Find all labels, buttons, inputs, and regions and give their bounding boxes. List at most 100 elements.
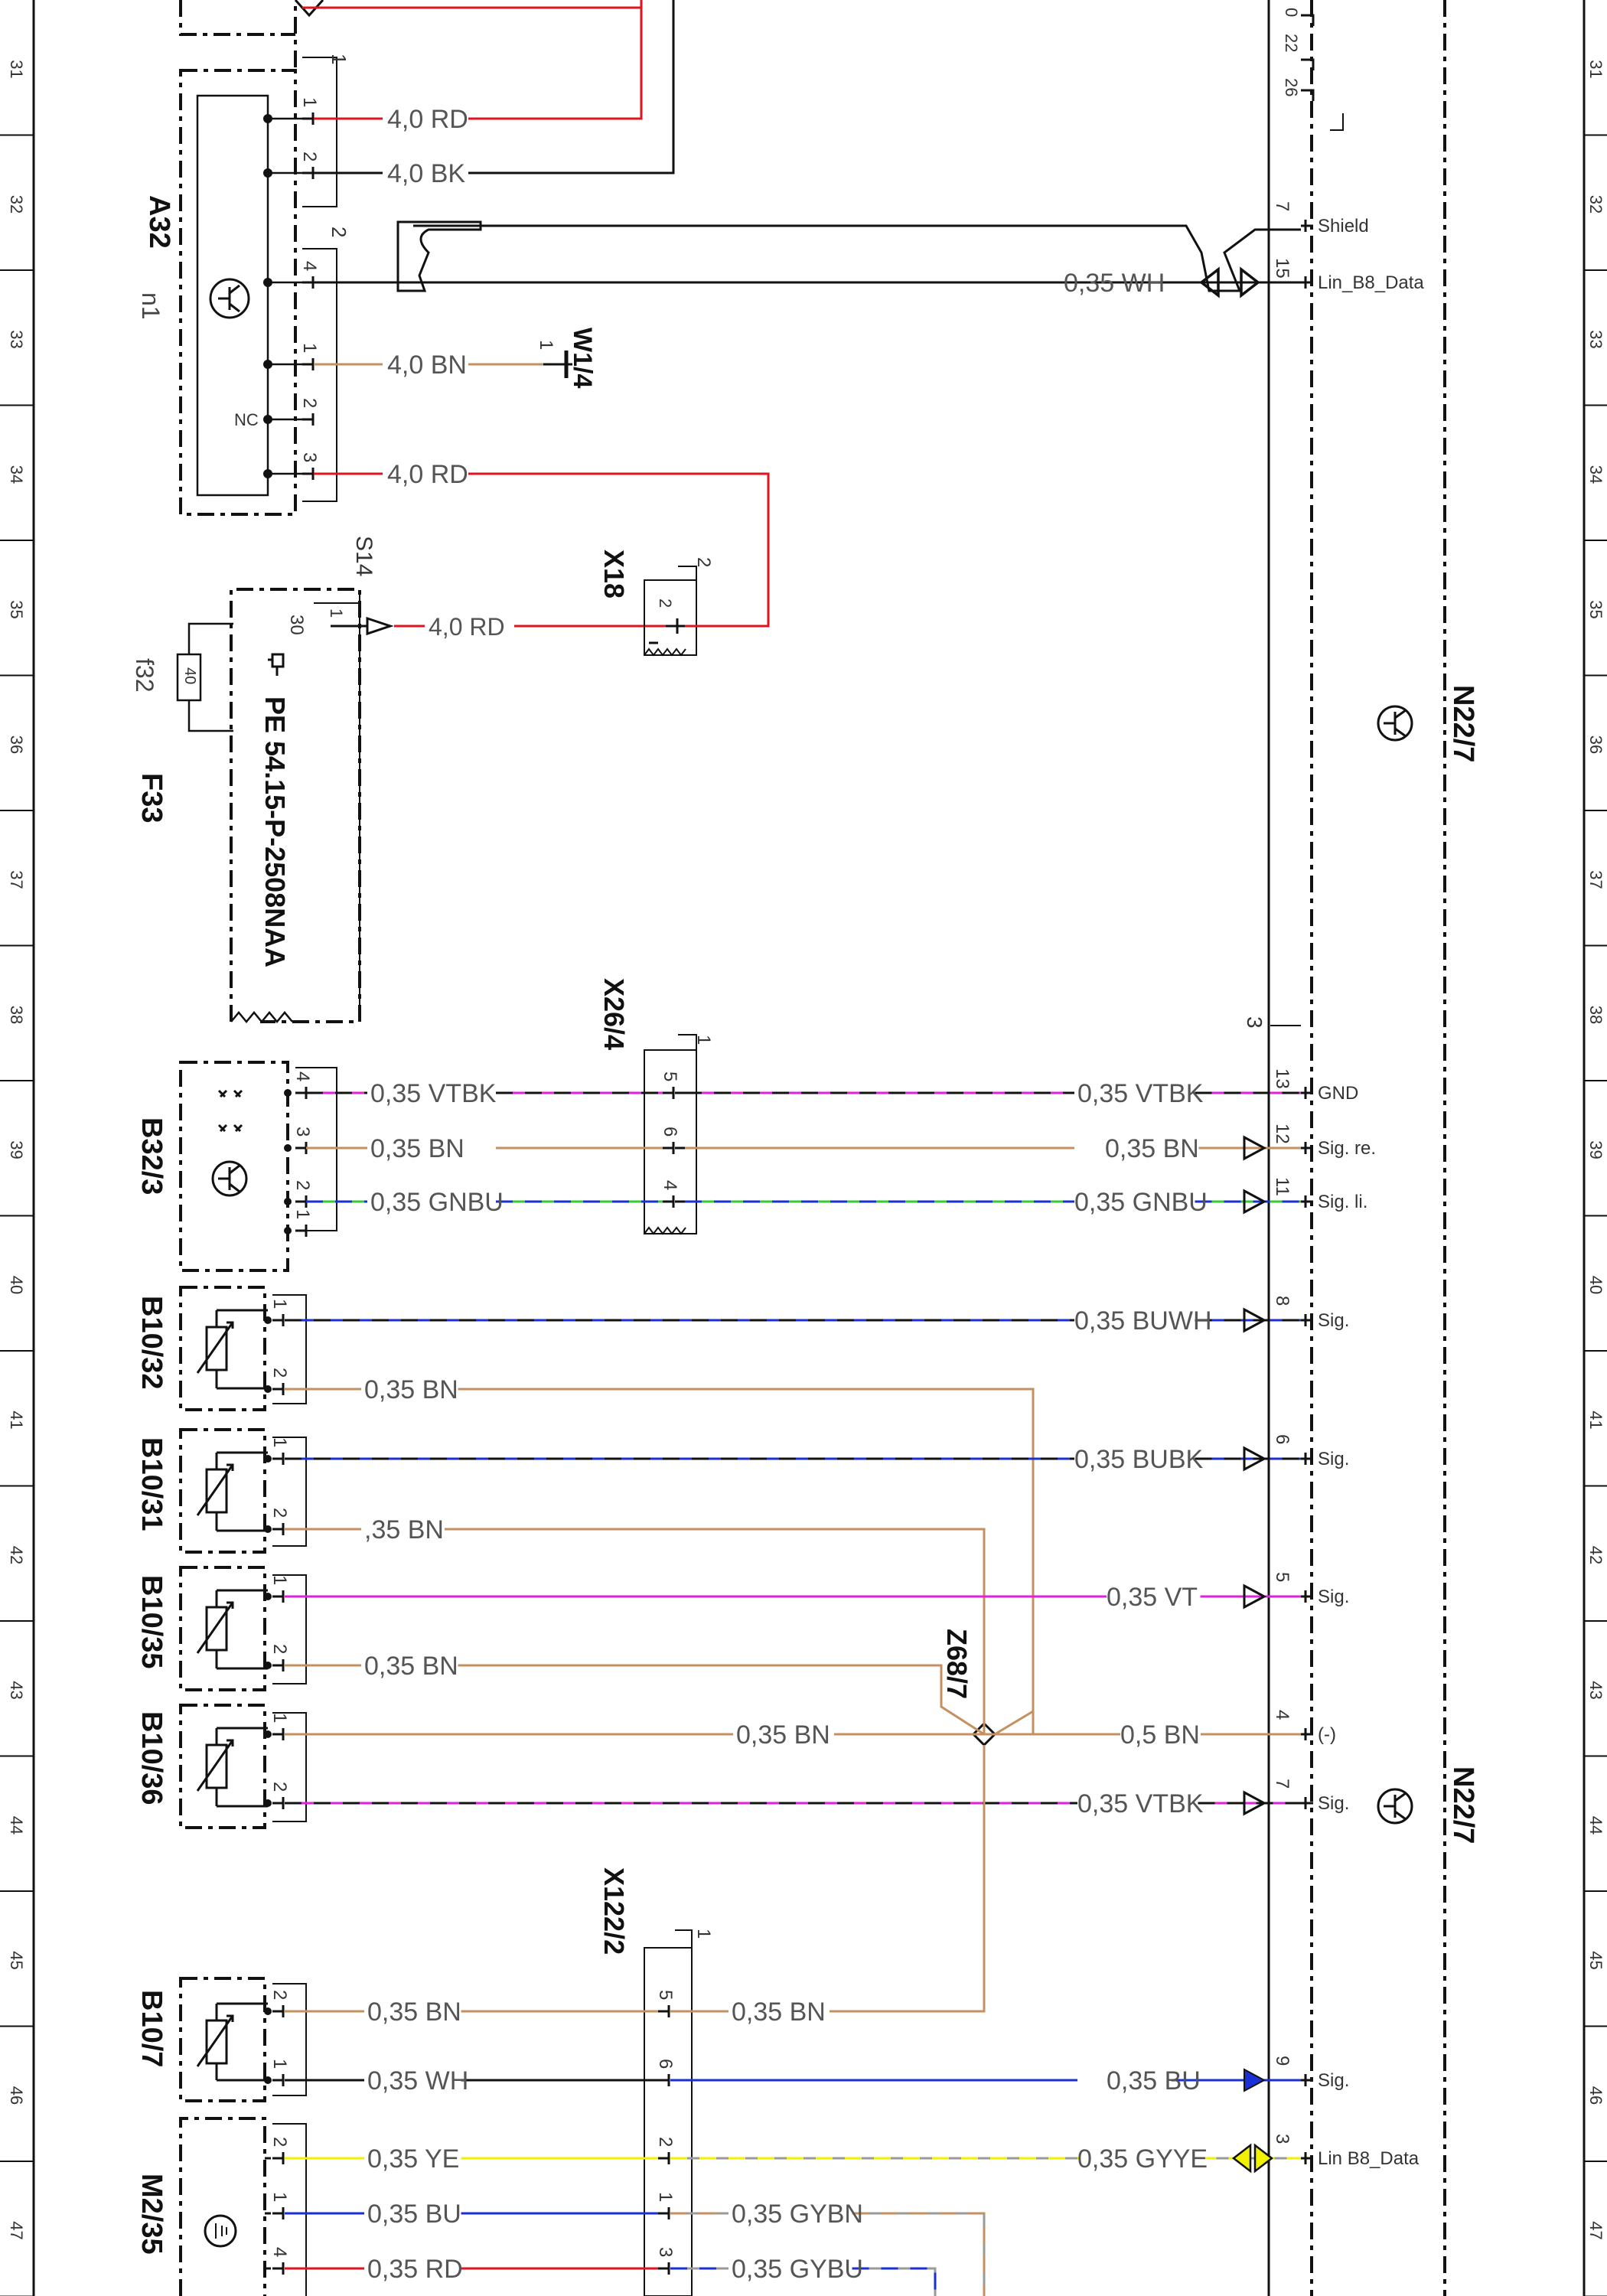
row-number-left: 39: [7, 1140, 26, 1159]
n22-pin-3: 12: [1272, 1124, 1292, 1144]
b10-36-mid-label: 0,35 BN: [736, 1720, 830, 1750]
row-number-left: 34: [7, 465, 26, 484]
row-number-left: 42: [7, 1546, 26, 1564]
n22-pin-label-2-mark: [1301, 1087, 1313, 1099]
x122-2-label: X122/2: [598, 1867, 630, 1955]
x26-pin-1: 6: [660, 1127, 680, 1137]
x26-4-connector: [644, 1034, 697, 1235]
n22-pin-label-11: Lin B8_Data: [1318, 2148, 1420, 2169]
x122-pin-m2-1: 1: [655, 2192, 676, 2202]
w1-4-ground-point: [543, 351, 572, 378]
m2-35-pin-0: 2: [269, 2137, 290, 2147]
row-number-left: 45: [7, 1951, 26, 1969]
row-number-left: 41: [7, 1411, 26, 1429]
n22-pin-4: 11: [1272, 1177, 1292, 1196]
m2-35-label: M2/35: [135, 2174, 168, 2255]
b10-pin-b-0-mark: [272, 1383, 285, 1395]
shield-wire: [396, 220, 1301, 292]
n22-pin-2: 13: [1272, 1068, 1292, 1089]
lin-bidirectional-icon: [1231, 2143, 1274, 2174]
n22-7-label-top: N22/7: [1447, 685, 1479, 762]
a32-pin-0: 1: [299, 97, 320, 107]
b10-pin-b-1: 2: [269, 1508, 290, 1518]
n22-wire-label-3: 0,35 BN: [1105, 1134, 1199, 1163]
b32-pin-dot: [284, 1089, 292, 1097]
n22-pin-label-9: Sig.: [1318, 1793, 1349, 1814]
n22-wire-label-8: 0,5 BN: [1120, 1720, 1200, 1750]
x26-pin-0: 5: [660, 1071, 680, 1081]
pointing-hand-icon: [268, 653, 285, 676]
a32-wire-label-0: 4,0 RD: [387, 105, 468, 134]
x122-right-label-m2-1: 0,35 GYBN: [732, 2200, 863, 2229]
row-number-left: 43: [7, 1681, 26, 1699]
row-number-left: 36: [7, 735, 26, 754]
b32-pin-1-mark: [295, 1142, 308, 1154]
row-number-right: 42: [1586, 1546, 1605, 1564]
n22-pin-label-7-mark: [1301, 1590, 1313, 1603]
row-number-right: 46: [1586, 2086, 1605, 2105]
m2-35-pin-1-mark: [272, 2207, 285, 2219]
b10-7-label: B10/7: [135, 1990, 168, 2067]
n22-pin-label-3-mark: [1301, 1142, 1313, 1154]
b10-pin-b-2: 2: [269, 1644, 290, 1654]
x26-pin-2: 4: [660, 1180, 680, 1190]
n22-top-pins: 0 22 26: [1282, 8, 1301, 96]
b10-7-wire-label-1: 0,35 WH: [367, 2066, 468, 2095]
b32-pin-3: 1: [292, 1209, 313, 1219]
row-number-right: 31: [1586, 60, 1605, 78]
x18-connector: [644, 566, 697, 657]
n22-pin-label-9-mark: [1301, 1797, 1313, 1809]
signal-arrow-icon: [1243, 1135, 1267, 1161]
b10-pin-a-2: 1: [269, 1575, 290, 1585]
motor-icon: [204, 2214, 237, 2248]
row-number-right: 40: [1586, 1276, 1605, 1294]
b10-31-label: B10/31: [135, 1437, 168, 1531]
m2-35-box: [179, 2117, 266, 2296]
variable-resistor-icon: [205, 1743, 228, 1789]
x122-pin-m2-0-mark: [658, 2152, 670, 2164]
w1-4-pin: 1: [536, 340, 556, 350]
x122-pin-b7-1-mark: [658, 2074, 670, 2086]
row-number-left: 37: [7, 870, 26, 889]
b10-sensor-box: [179, 1566, 266, 1691]
row-number-right: 47: [1586, 2221, 1605, 2239]
x26-pin-0-mark: [663, 1087, 675, 1099]
n22-pin-label-1: Lin_B8_Data: [1318, 272, 1424, 293]
n22-pin-1: 15: [1272, 258, 1292, 279]
b32-pin-2-mark: [295, 1195, 308, 1208]
w1-4-label: W1/4: [568, 328, 597, 388]
n22-pin-label-1-mark: [1301, 276, 1313, 289]
b10-pin-a-3: 1: [269, 1713, 290, 1723]
n22-top-pin-marks: [1301, 14, 1315, 101]
a32-pin-1: 2: [299, 152, 320, 161]
b32-pin-dot: [284, 1144, 292, 1152]
row-number-right: 39: [1586, 1140, 1605, 1159]
n22-pin-label-6: Sig.: [1318, 1449, 1349, 1469]
x122-right-label-b7: 0,35 BN: [732, 1998, 826, 2027]
a32-nc-label: NC: [234, 410, 259, 429]
b32-pin-3-mark: [295, 1225, 308, 1237]
s14-pin-30: 30: [286, 615, 307, 635]
n22-wire-label-9: 0,35 VTBK: [1077, 1789, 1204, 1818]
s14-label: S14: [351, 536, 376, 576]
n22-pin-label-8-mark: [1301, 1728, 1313, 1740]
x122-pin-m2-2-mark: [658, 2262, 670, 2275]
z68-trunk: [830, 1745, 986, 2013]
a32-pin-2: 4: [299, 261, 320, 271]
b10-36-label: B10/36: [135, 1711, 168, 1805]
n22-pin-6: 6: [1272, 1434, 1292, 1444]
b10-7-pin-1: 1: [269, 2059, 290, 2069]
row-number-left: 40: [7, 1276, 26, 1294]
wires: [263, 113, 1313, 2296]
n22-pin-label-7: Sig.: [1318, 1587, 1349, 1607]
f32-value: 40: [181, 667, 198, 684]
b32-pin-2: 2: [292, 1180, 313, 1190]
n22-pin-11: 3: [1272, 2134, 1292, 2144]
b10-pin-a-2-mark: [272, 1590, 285, 1603]
lin-bidirectional-icon: [1199, 266, 1260, 298]
row-number-right: 38: [1586, 1006, 1605, 1024]
b10-pin-a-0: 1: [269, 1299, 290, 1309]
row-number-right: 36: [1586, 735, 1605, 754]
